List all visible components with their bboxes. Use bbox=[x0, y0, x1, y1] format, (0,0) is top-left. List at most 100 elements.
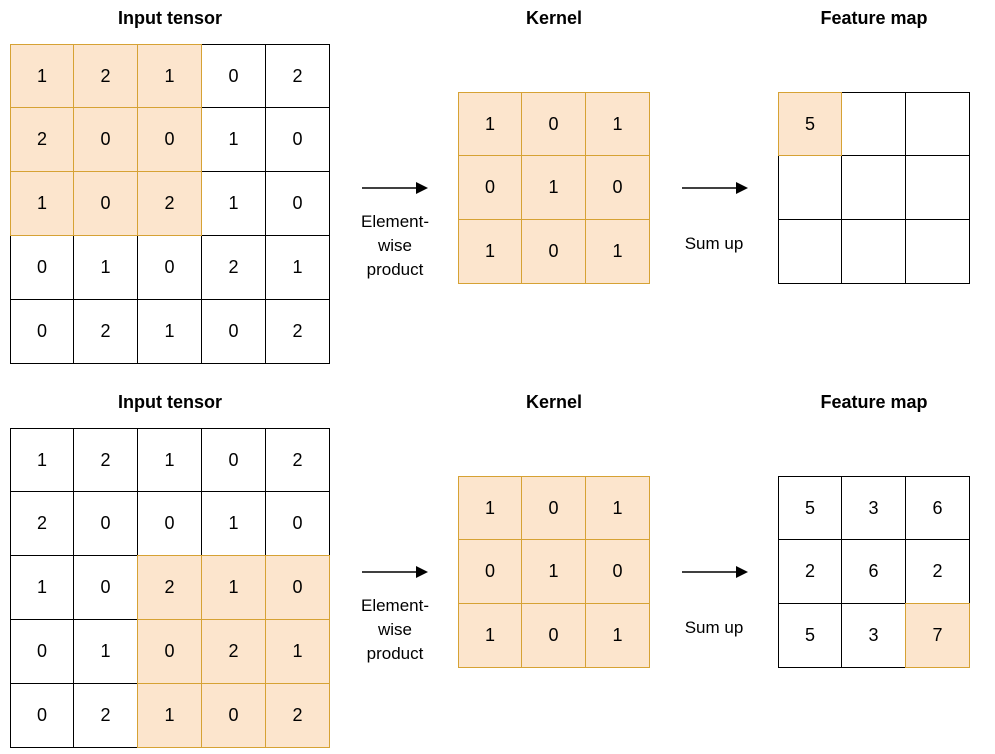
input-tensor-grid-cell: 0 bbox=[137, 619, 202, 684]
feature-map-grid-cell: 7 bbox=[905, 603, 970, 668]
input-tensor-grid-cell: 1 bbox=[10, 171, 74, 236]
input-tensor-grid-cell: 1 bbox=[10, 555, 74, 620]
input-tensor-title: Input tensor bbox=[118, 392, 222, 412]
input-tensor-grid-cell: 0 bbox=[265, 491, 330, 556]
input-tensor-grid-cell: 2 bbox=[137, 555, 202, 620]
input-tensor-title: Input tensor bbox=[118, 8, 222, 28]
kernel-grid-cell: 1 bbox=[585, 219, 650, 284]
input-tensor-grid-cell: 0 bbox=[73, 171, 138, 236]
kernel-grid-cell: 0 bbox=[521, 476, 586, 540]
input-tensor-grid-cell: 0 bbox=[73, 107, 138, 172]
kernel-title: Kernel bbox=[525, 8, 583, 28]
element-wise-product-label: Element- wise product bbox=[360, 212, 430, 279]
input-tensor-grid-cell: 0 bbox=[73, 491, 138, 556]
kernel-grid-cell: 0 bbox=[458, 539, 522, 604]
input-tensor-grid-cell: 1 bbox=[137, 683, 202, 748]
kernel-grid-cell: 1 bbox=[458, 219, 522, 284]
feature-map-grid-cell bbox=[778, 219, 842, 284]
feature-map-grid-cell bbox=[905, 219, 970, 284]
feature-map-grid-cell bbox=[841, 92, 906, 156]
input-tensor-grid-cell: 1 bbox=[73, 619, 138, 684]
input-tensor-grid-cell: 0 bbox=[201, 683, 266, 748]
kernel-grid-cell: 1 bbox=[585, 92, 650, 156]
input-tensor-grid-cell: 1 bbox=[265, 619, 330, 684]
kernel-grid-cell: 0 bbox=[521, 92, 586, 156]
input-tensor-grid-cell: 1 bbox=[137, 44, 202, 108]
right-arrow-icon bbox=[682, 566, 748, 578]
kernel-grid-cell: 1 bbox=[458, 92, 522, 156]
feature-map-grid: 5 bbox=[778, 92, 970, 284]
input-tensor-grid-cell: 0 bbox=[10, 299, 74, 364]
feature-map-grid-cell bbox=[905, 155, 970, 220]
input-tensor-grid-cell: 0 bbox=[137, 491, 202, 556]
input-tensor-grid-cell: 1 bbox=[10, 428, 74, 492]
kernel-grid-cell: 0 bbox=[521, 603, 586, 668]
input-tensor-grid-cell: 2 bbox=[265, 428, 330, 492]
input-tensor-grid-cell: 2 bbox=[73, 44, 138, 108]
right-arrow-icon bbox=[362, 182, 428, 194]
kernel-grid-cell: 1 bbox=[458, 603, 522, 668]
sum-up-label: Sum up bbox=[684, 618, 744, 637]
feature-map-title: Feature map bbox=[820, 392, 928, 412]
input-tensor-grid-cell: 2 bbox=[265, 683, 330, 748]
kernel-grid-cell: 1 bbox=[585, 476, 650, 540]
sum-up-label: Sum up bbox=[684, 234, 744, 253]
input-tensor-grid-cell: 2 bbox=[201, 235, 266, 300]
feature-map-grid-cell: 3 bbox=[841, 603, 906, 668]
input-tensor-grid-cell: 1 bbox=[265, 235, 330, 300]
feature-map-grid-cell: 2 bbox=[905, 539, 970, 604]
feature-map-grid-cell: 5 bbox=[778, 603, 842, 668]
feature-map-grid-cell bbox=[778, 155, 842, 220]
input-tensor-grid-cell: 1 bbox=[137, 299, 202, 364]
input-tensor-grid-cell: 0 bbox=[201, 44, 266, 108]
input-tensor-grid-cell: 2 bbox=[73, 683, 138, 748]
feature-map-grid-cell bbox=[841, 219, 906, 284]
feature-map-title: Feature map bbox=[820, 8, 928, 28]
feature-map-grid-cell bbox=[905, 92, 970, 156]
input-tensor-grid-cell: 2 bbox=[73, 428, 138, 492]
input-tensor-grid-cell: 1 bbox=[201, 555, 266, 620]
kernel-grid-cell: 0 bbox=[521, 219, 586, 284]
kernel-grid-cell: 1 bbox=[585, 603, 650, 668]
kernel-grid-cell: 1 bbox=[521, 539, 586, 604]
input-tensor-grid-cell: 0 bbox=[10, 619, 74, 684]
input-tensor-grid-cell: 0 bbox=[137, 235, 202, 300]
input-tensor-grid-cell: 1 bbox=[10, 44, 74, 108]
input-tensor-grid-cell: 0 bbox=[265, 555, 330, 620]
input-tensor-grid-cell: 0 bbox=[201, 299, 266, 364]
right-arrow-icon bbox=[682, 182, 748, 194]
feature-map-grid-cell: 2 bbox=[778, 539, 842, 604]
feature-map-grid-cell: 3 bbox=[841, 476, 906, 540]
kernel-grid-cell: 0 bbox=[585, 155, 650, 220]
input-tensor-grid-cell: 0 bbox=[10, 235, 74, 300]
input-tensor-grid-cell: 1 bbox=[201, 171, 266, 236]
input-tensor-grid-cell: 0 bbox=[265, 107, 330, 172]
right-arrow-icon bbox=[362, 566, 428, 578]
feature-map-grid-cell: 5 bbox=[778, 476, 842, 540]
input-tensor-grid-cell: 1 bbox=[137, 428, 202, 492]
element-wise-product-label: Element- wise product bbox=[360, 596, 430, 663]
input-tensor-grid-cell: 2 bbox=[201, 619, 266, 684]
kernel-grid-cell: 0 bbox=[585, 539, 650, 604]
feature-map-grid-cell: 5 bbox=[778, 92, 842, 156]
input-tensor-grid-cell: 0 bbox=[73, 555, 138, 620]
input-tensor-grid-cell: 0 bbox=[265, 171, 330, 236]
feature-map-grid-cell: 6 bbox=[841, 539, 906, 604]
input-tensor-grid-cell: 0 bbox=[137, 107, 202, 172]
kernel-grid-cell: 1 bbox=[458, 476, 522, 540]
kernel-grid-cell: 0 bbox=[458, 155, 522, 220]
input-tensor-grid-cell: 2 bbox=[10, 491, 74, 556]
input-tensor-grid-cell: 1 bbox=[201, 107, 266, 172]
kernel-grid-cell: 1 bbox=[521, 155, 586, 220]
kernel-title: Kernel bbox=[525, 392, 583, 412]
input-tensor-grid-cell: 0 bbox=[10, 683, 74, 748]
input-tensor-grid-cell: 2 bbox=[73, 299, 138, 364]
input-tensor-grid-cell: 0 bbox=[201, 428, 266, 492]
input-tensor-grid-cell: 2 bbox=[265, 44, 330, 108]
input-tensor-grid-cell: 1 bbox=[73, 235, 138, 300]
